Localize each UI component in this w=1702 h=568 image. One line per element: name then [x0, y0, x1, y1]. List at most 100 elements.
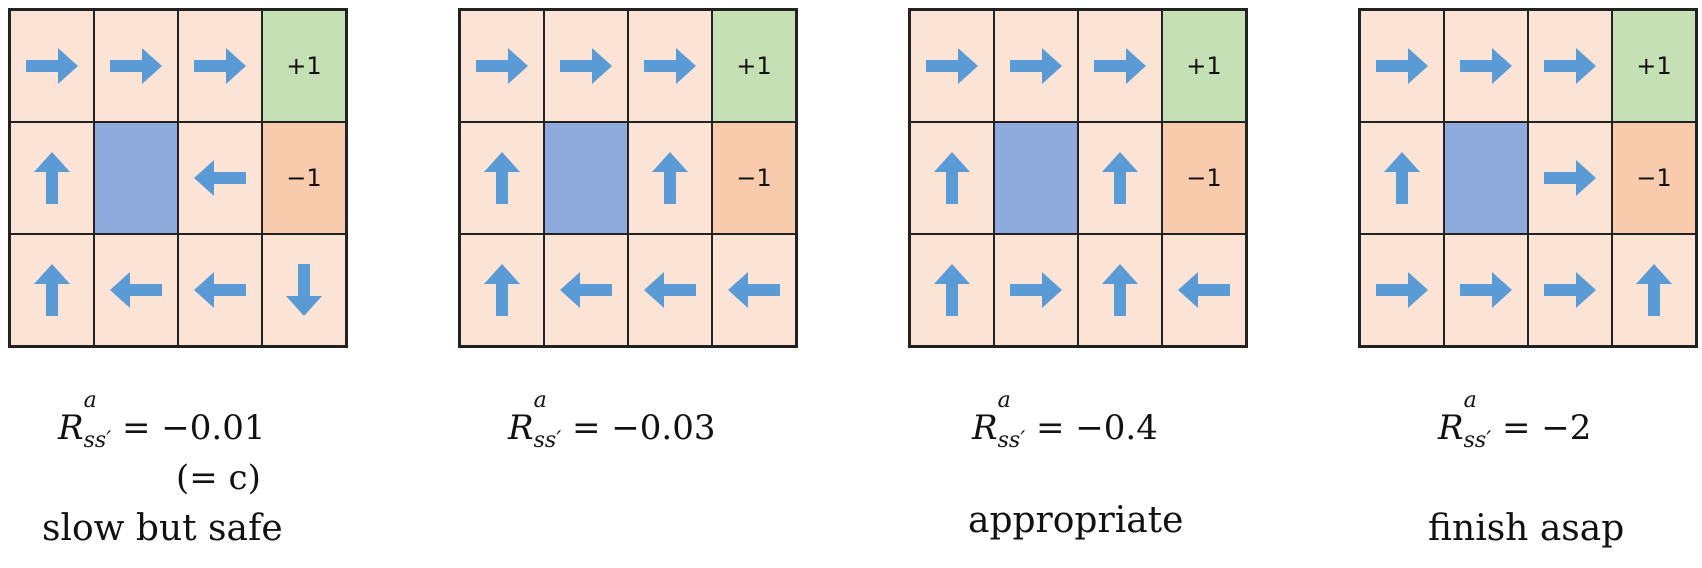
goal-reward-label: +1	[1636, 52, 1672, 80]
arrow-right-icon	[560, 48, 612, 84]
arrow-right-icon	[926, 48, 978, 84]
arrow-right-icon	[1010, 272, 1062, 308]
arrow-right-icon	[194, 48, 246, 84]
state-cell	[910, 234, 994, 346]
arrow-left-icon	[194, 160, 246, 196]
state-cell	[712, 234, 796, 346]
arrow-up-icon	[1102, 264, 1138, 316]
arrow-right-icon	[1094, 48, 1146, 84]
state-cell	[1444, 10, 1528, 122]
arrow-up-icon	[484, 264, 520, 316]
state-cell	[178, 122, 262, 234]
pit-reward-label: −1	[1186, 164, 1222, 192]
arrow-left-icon	[110, 272, 162, 308]
state-cell	[1360, 10, 1444, 122]
arrow-up-icon	[934, 152, 970, 204]
pit-cell: −1	[1162, 122, 1246, 234]
state-cell	[628, 234, 712, 346]
arrow-right-icon	[1460, 272, 1512, 308]
gridworld-grid: +1 −1	[8, 8, 348, 348]
state-cell	[1078, 122, 1162, 234]
pit-reward-label: −1	[286, 164, 322, 192]
arrow-right-icon	[1544, 272, 1596, 308]
state-cell	[910, 122, 994, 234]
arrow-right-icon	[1460, 48, 1512, 84]
state-cell	[1360, 234, 1444, 346]
arrow-up-icon	[1636, 264, 1672, 316]
arrow-right-icon	[1544, 160, 1596, 196]
arrow-left-icon	[728, 272, 780, 308]
pit-cell: −1	[1612, 122, 1696, 234]
gridworld-grid: +1 −1	[908, 8, 1248, 348]
state-cell	[262, 234, 346, 346]
goal-reward-label: +1	[286, 52, 322, 80]
state-cell	[1528, 122, 1612, 234]
state-cell	[1528, 10, 1612, 122]
state-cell	[178, 10, 262, 122]
state-cell	[10, 234, 94, 346]
arrow-left-icon	[194, 272, 246, 308]
wall-cell	[1444, 122, 1528, 234]
state-cell	[94, 234, 178, 346]
wall-cell	[94, 122, 178, 234]
goal-cell: +1	[712, 10, 796, 122]
state-cell	[544, 234, 628, 346]
policy-caption: slow but safe	[42, 508, 283, 549]
state-cell	[910, 10, 994, 122]
arrow-right-icon	[476, 48, 528, 84]
state-cell	[460, 10, 544, 122]
arrow-right-icon	[644, 48, 696, 84]
state-cell	[1360, 122, 1444, 234]
state-cell	[1078, 10, 1162, 122]
cost-note: (= c)	[176, 458, 261, 498]
arrow-up-icon	[934, 264, 970, 316]
arrow-up-icon	[1384, 152, 1420, 204]
arrow-right-icon	[1544, 48, 1596, 84]
policy-caption: appropriate	[968, 500, 1184, 541]
state-cell	[994, 234, 1078, 346]
goal-cell: +1	[1162, 10, 1246, 122]
arrow-up-icon	[484, 152, 520, 204]
arrow-right-icon	[110, 48, 162, 84]
gridworld-grid: +1 −1	[458, 8, 798, 348]
goal-cell: +1	[262, 10, 346, 122]
state-cell	[1528, 234, 1612, 346]
policy-caption: finish asap	[1428, 508, 1625, 549]
arrow-right-icon	[1376, 272, 1428, 308]
state-cell	[628, 122, 712, 234]
state-cell	[544, 10, 628, 122]
pit-reward-label: −1	[1636, 164, 1672, 192]
goal-reward-label: +1	[736, 52, 772, 80]
arrow-down-icon	[286, 264, 322, 316]
arrow-up-icon	[1102, 152, 1138, 204]
state-cell	[1612, 234, 1696, 346]
state-cell	[460, 234, 544, 346]
state-cell	[1162, 234, 1246, 346]
state-cell	[1078, 234, 1162, 346]
wall-cell	[544, 122, 628, 234]
arrow-up-icon	[34, 152, 70, 204]
arrow-left-icon	[1178, 272, 1230, 308]
arrow-left-icon	[644, 272, 696, 308]
wall-cell	[994, 122, 1078, 234]
goal-reward-label: +1	[1186, 52, 1222, 80]
arrow-right-icon	[1010, 48, 1062, 84]
pit-cell: −1	[262, 122, 346, 234]
pit-reward-label: −1	[736, 164, 772, 192]
gridworld-grid: +1 −1	[1358, 8, 1698, 348]
state-cell	[628, 10, 712, 122]
arrow-right-icon	[26, 48, 78, 84]
arrow-up-icon	[652, 152, 688, 204]
arrow-right-icon	[1376, 48, 1428, 84]
state-cell	[460, 122, 544, 234]
state-cell	[178, 234, 262, 346]
state-cell	[94, 10, 178, 122]
